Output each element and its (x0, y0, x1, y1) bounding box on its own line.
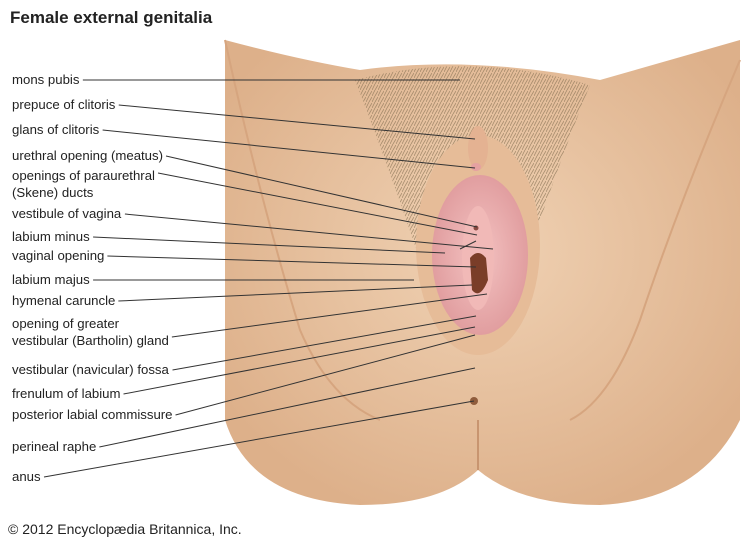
leader-line (102, 129, 476, 169)
label-text: frenulum of labium (12, 386, 120, 401)
leader-line-branch (459, 240, 477, 250)
label-text: (Skene) ducts (12, 185, 94, 200)
label-text: perineal raphe (12, 439, 96, 454)
leader-line (175, 334, 476, 416)
label-text: glans of clitoris (12, 122, 100, 137)
diagram-title: Female external genitalia (10, 8, 213, 27)
label-text: opening of greater (12, 316, 120, 331)
leader-line (43, 400, 475, 478)
leader-line (99, 367, 476, 448)
label-text: urethral opening (meatus) (12, 148, 163, 163)
label-text: posterior labial commissure (12, 407, 173, 422)
label-frenulum-of-labium: frenulum of labium (12, 326, 476, 401)
label-perineal-raphe: perineal raphe (12, 367, 476, 454)
copyright-credit: © 2012 Encyclopædia Britannica, Inc. (8, 521, 242, 537)
label-prepuce-of-clitoris: prepuce of clitoris (12, 97, 476, 140)
leader-line (157, 172, 478, 236)
label-posterior-labial-commissure: posterior labial commissure (12, 334, 476, 422)
label-urethral-opening-meatus: urethral opening (meatus) (12, 148, 478, 228)
leader-line (124, 213, 494, 250)
label-anus: anus (12, 400, 475, 484)
label-vestibular-navicular-fossa: vestibular (navicular) fossa (12, 315, 477, 377)
labia-illustration (416, 126, 540, 405)
label-vaginal-opening: vaginal opening (12, 248, 477, 268)
label-mons-pubis: mons pubis (12, 72, 460, 87)
label-glans-of-clitoris: glans of clitoris (12, 122, 476, 169)
label-group: mons pubis prepuce of clitoris glans of cl… (12, 72, 494, 484)
leader-line (172, 315, 477, 371)
label-vestibule-of-vagina: vestibule of vagina (12, 206, 494, 250)
leader-line (93, 236, 446, 254)
label-opening-of-greater-vestibular-bartholin-gland: opening of greater vestibular (Bartholin)… (12, 293, 488, 348)
label-text: vaginal opening (12, 248, 104, 263)
leader-line (118, 284, 473, 302)
label-text: labium minus (12, 229, 90, 244)
label-text: vestibular (navicular) fossa (12, 362, 170, 377)
leader-line (107, 255, 477, 268)
label-labium-minus: labium minus (12, 229, 446, 254)
label-text: vestibule of vagina (12, 206, 122, 221)
label-text: hymenal caruncle (12, 293, 115, 308)
label-text: labium majus (12, 272, 90, 287)
leader-line (118, 104, 476, 140)
label-text: prepuce of clitoris (12, 97, 116, 112)
leader-line (123, 326, 476, 395)
label-hymenal-caruncle: hymenal caruncle (12, 284, 473, 308)
label-text: mons pubis (12, 72, 80, 87)
label-text: openings of paraurethral (12, 168, 155, 183)
label-openings-of-paraurethral-skene-ducts: openings of paraurethral (Skene) ducts (12, 168, 478, 236)
label-text: vestibular (Bartholin) gland (12, 333, 169, 348)
leader-line (165, 155, 478, 228)
label-text: anus (12, 469, 41, 484)
leader-line (171, 293, 488, 338)
label-labium-majus: labium majus (12, 272, 414, 287)
